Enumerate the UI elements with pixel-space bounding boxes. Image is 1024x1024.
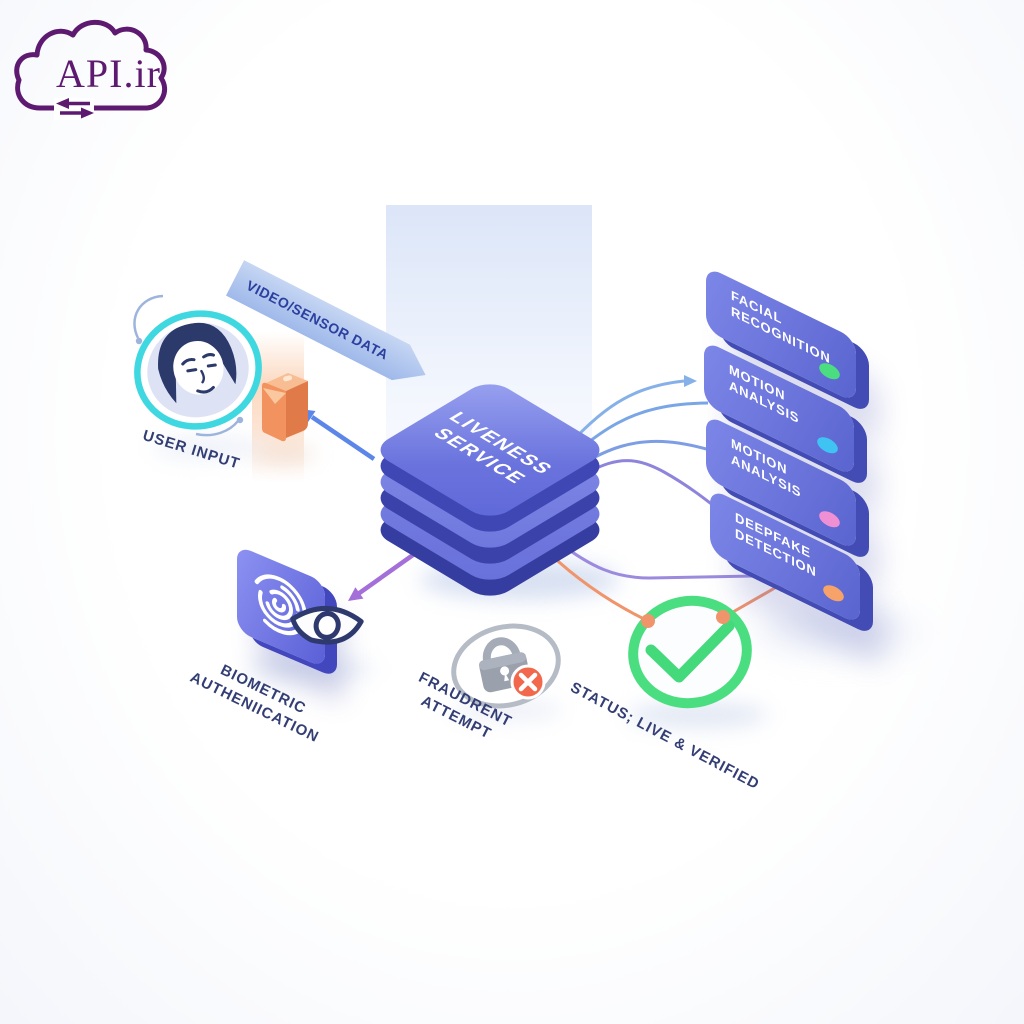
eye-icon bbox=[282, 591, 376, 670]
fraud-node bbox=[446, 614, 576, 729]
user-input-node bbox=[122, 292, 274, 455]
biometric-shadow bbox=[246, 658, 376, 680]
connector-dot bbox=[716, 610, 730, 624]
status-dot bbox=[817, 509, 842, 530]
biometric-node bbox=[237, 545, 325, 669]
arrowhead bbox=[684, 375, 697, 387]
envelope-icon bbox=[250, 362, 320, 462]
status-node bbox=[615, 580, 775, 735]
check-circle-icon bbox=[628, 595, 752, 709]
arc-dot bbox=[135, 337, 143, 345]
arc-dot bbox=[236, 416, 244, 424]
status-dot bbox=[821, 583, 846, 604]
cards-shadow bbox=[756, 612, 916, 652]
brand-text: API.ir bbox=[56, 51, 161, 96]
connector-dot bbox=[641, 614, 655, 628]
face-shadow bbox=[152, 438, 262, 458]
fingerprint-icon bbox=[251, 574, 307, 636]
brand-logo: API.ir bbox=[10, 8, 200, 130]
lock-icon bbox=[451, 623, 561, 709]
user-face-icon bbox=[134, 310, 262, 430]
envelope-shadow bbox=[254, 448, 316, 460]
cloud-swap-icon bbox=[14, 19, 168, 120]
status-dot bbox=[817, 361, 842, 382]
rotation-arc-icon bbox=[133, 294, 239, 437]
status-dot bbox=[815, 435, 840, 456]
error-badge-icon bbox=[510, 664, 546, 700]
